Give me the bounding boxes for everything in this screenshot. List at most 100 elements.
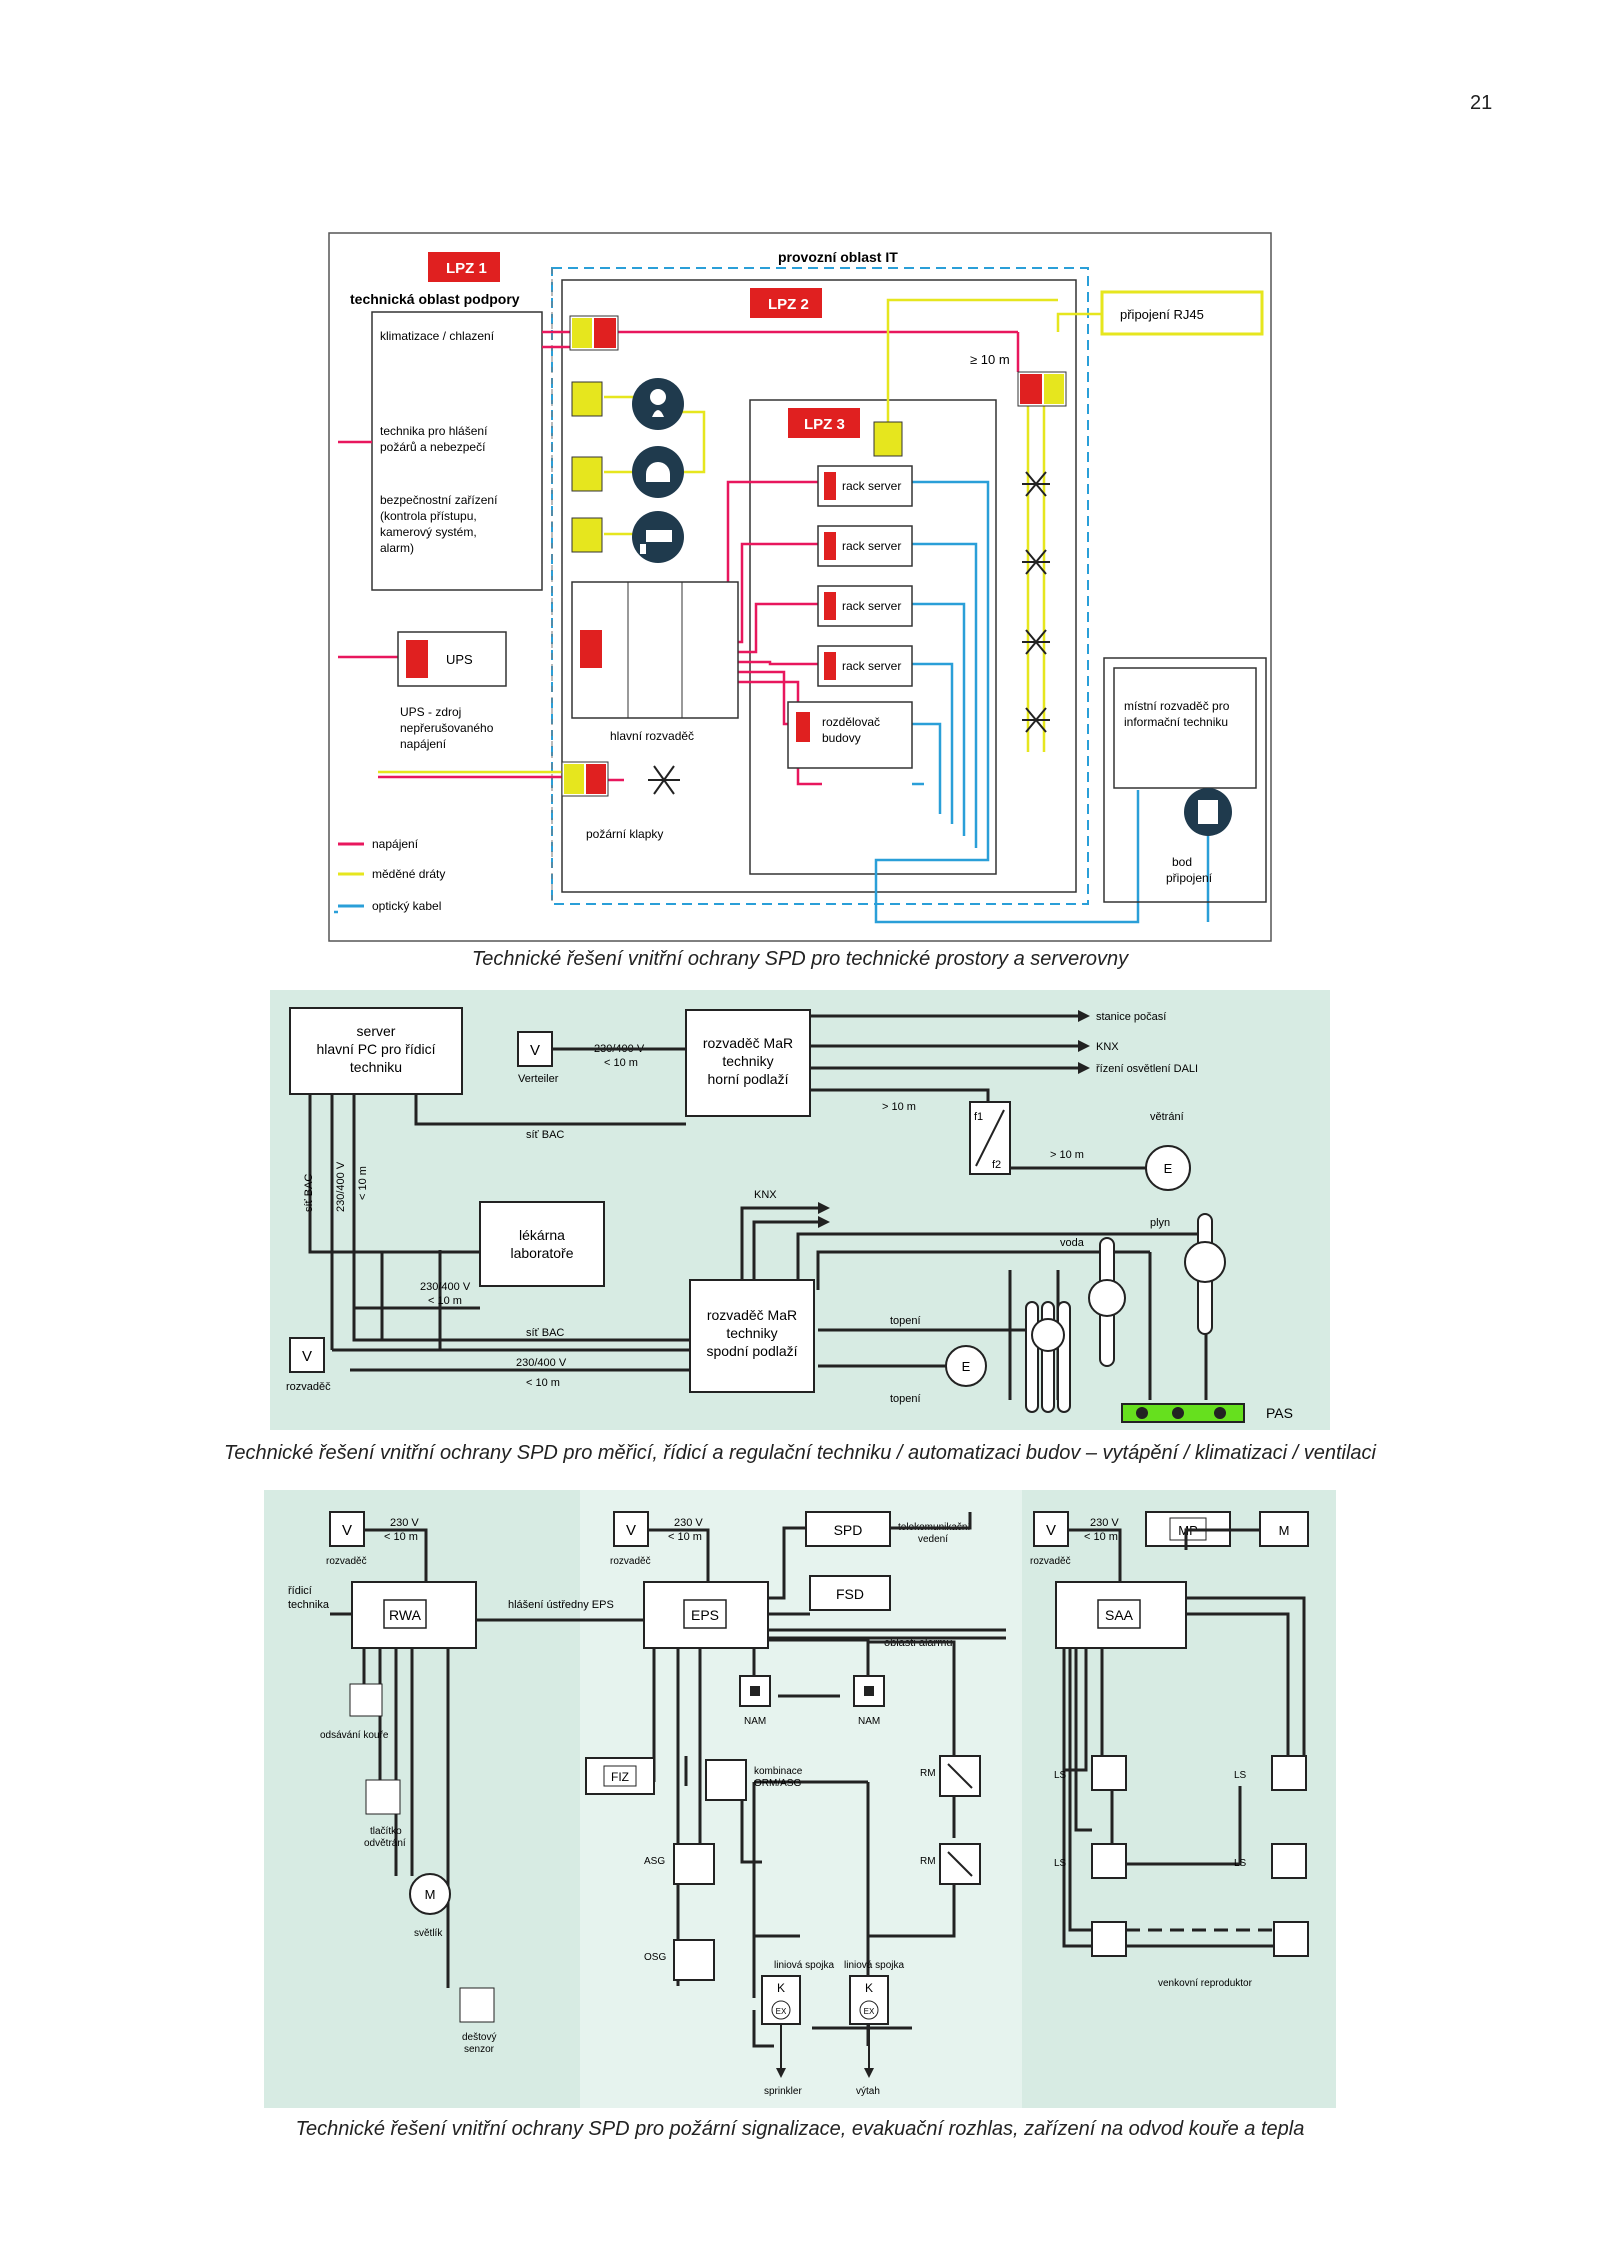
ups-desc-1: UPS - zdroj [400,705,461,719]
server-rack-4 [817,645,913,687]
lower-voltage: 230/400 V [420,1281,471,1293]
heating-pipes [1025,1301,1071,1413]
ls-2-label: LS [1234,1770,1247,1781]
lower-dist-label: rozvaděč [286,1381,331,1393]
osg-label: OSG [644,1952,666,1963]
outdoor-speaker-2 [1273,1921,1309,1957]
combo-icon [705,1759,747,1801]
eps-report-label: hlášení ústředny EPS [508,1599,614,1611]
ls-4-icon [1271,1843,1307,1879]
lpz3-box [749,399,997,875]
heating-motor-e: E [962,1359,971,1374]
rm-1-icon [939,1755,981,1797]
sprinkler-label: sprinkler [764,2086,802,2097]
arrow-heads [818,1010,1090,1228]
heating-label-1: topení [890,1315,921,1327]
lpz3-label: LPZ 3 [804,416,845,433]
spd-fire [571,381,603,417]
upper-3: horní podlaží [708,1071,789,1087]
connection-point-2: připojení [1166,871,1213,885]
legend-copper: měděné dráty [372,867,445,881]
skylight-m: M [425,1887,436,1902]
spd-air [569,315,619,351]
upper-board-box [685,1009,811,1117]
f1-label: f1 [974,1111,983,1123]
spd-it-entry [1017,371,1067,407]
server-4-label: rack server [842,659,901,673]
heating-motor [945,1345,987,1387]
rm-2-label: RM [920,1856,936,1867]
distance-label: ≥ 10 m [970,352,1010,367]
ls-2-icon [1271,1755,1307,1791]
spd-label: SPD [834,1522,863,1538]
rwa-control-1: řídicí [288,1585,312,1597]
building-distributor [787,701,913,769]
support-box [371,311,543,591]
saa-dist: < 10 m [1084,1531,1118,1543]
weather-label: stanice počasí [1096,1011,1166,1023]
saa-dist-label: rozvaděč [1030,1556,1071,1567]
pas-label: PAS [1266,1405,1293,1421]
eps-label: EPS [691,1607,719,1623]
skylight-label: světlík [414,1928,443,1939]
knx-label-bottom: KNX [754,1189,777,1201]
server-1: server [357,1023,396,1039]
security-line3: kamerový systém, [380,525,477,539]
rain-sensor-1: deštový [462,2032,496,2043]
gas-label: plyn [1150,1217,1170,1229]
pharmacy-2: laboratoře [510,1245,573,1261]
fsd-label: FSD [836,1586,864,1602]
eps-dist-label: rozvaděč [610,1556,651,1567]
gas-meter [1184,1213,1226,1335]
connection-point-1: bod [1172,855,1192,869]
lower-2: techniky [726,1325,777,1341]
camera-icon [632,511,684,563]
coupler-1-ex: EX [776,2007,787,2016]
rj45-label: připojení RJ45 [1120,307,1204,322]
coupler-1-label: liniová spojka [774,1960,834,1971]
server-rack-1 [817,465,913,507]
server-3: techniku [350,1059,402,1075]
rm-1-label: RM [920,1768,936,1779]
saa-label: SAA [1105,1607,1134,1623]
lower-dist-v: V [302,1348,312,1365]
ls-1-label: LS [1054,1770,1067,1781]
saa-dist-box [1033,1511,1069,1547]
lower-1: rozvaděč MaR [707,1307,797,1323]
server-rack-3 [817,585,913,627]
vent-button-2: odvětrání [364,1838,406,1849]
server-2: hlavní PC pro řídicí [316,1041,435,1057]
page-number: 21 [1470,92,1493,114]
dist-bottom: < 10 m [526,1377,560,1389]
lpz1-label: LPZ 1 [446,260,487,277]
security-line2: (kontrola přístupu, [380,509,477,523]
outdoor-speaker-1 [1091,1921,1127,1957]
figure-2-caption: Technické řešení vnitřní ochrany SPD pro… [223,1442,1376,1464]
vent-button-1: tlačítko [370,1826,402,1837]
upper-1: rozvaděč MaR [703,1035,793,1051]
lpz2-badge [750,288,822,318]
bac-upper: síť BAC [526,1129,564,1141]
asg-speaker-icon [673,1843,715,1885]
ups-desc-3: napájení [400,737,447,751]
saa-dist-v: V [1046,1522,1056,1539]
connection-point-icon [1184,788,1232,836]
telecom-2: vedení [918,1534,948,1545]
nam-1-label: NAM [744,1716,766,1727]
vent-motor-e: E [1164,1161,1173,1176]
ups-desc-2: nepřerušovaného [400,721,494,735]
server-rack-2 [817,525,913,567]
it-board-2: informační techniku [1124,715,1228,729]
lpz2-box [561,279,1077,893]
m-label: M [1279,1523,1290,1538]
lower-3: spodní podlaží [706,1343,797,1359]
it-area-border [551,267,1089,905]
lpz1-badge [428,252,500,282]
water-meter [1088,1237,1126,1367]
combo-2: ORM/ASG [754,1778,801,1789]
skylight-motor [409,1873,451,1915]
figure-2-spd-building-automation: server hlavní PC pro řídicí techniku V V… [270,990,1330,1430]
gt10-vent: > 10 m [1050,1149,1084,1161]
rwa-dist-v: V [342,1522,352,1539]
ups-spd [406,640,428,678]
